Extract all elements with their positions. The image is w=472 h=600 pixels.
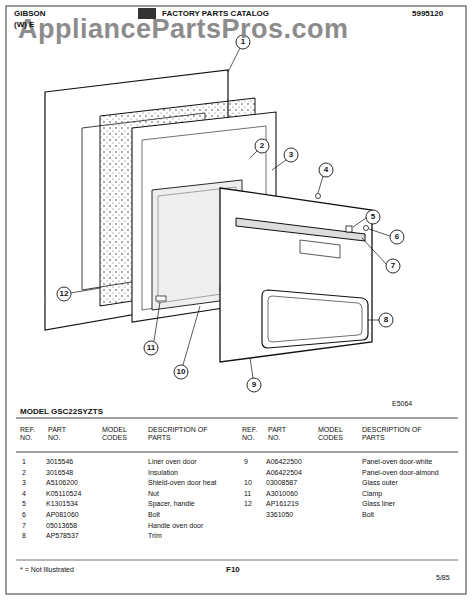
date-code: 5/85 xyxy=(436,574,450,582)
ref-number: 8 xyxy=(22,532,26,540)
part-description: Spacer, handle xyxy=(148,500,195,508)
ref-number: 5 xyxy=(22,500,26,508)
callout-number: 11 xyxy=(147,344,155,352)
ref-number: 4 xyxy=(22,490,26,498)
table-header: DESCRIPTION OF PARTS xyxy=(148,426,218,442)
callout-number: 10 xyxy=(177,368,186,376)
ref-number: 1 xyxy=(22,458,26,466)
part-description: Trim xyxy=(148,532,162,540)
callout-number: 7 xyxy=(391,262,395,270)
brand-name: GIBSON xyxy=(14,10,46,18)
watermark: AppliancePartsPros.com xyxy=(18,14,349,44)
part-number: K1301534 xyxy=(46,500,78,508)
ref-number: 10 xyxy=(244,479,252,487)
figure-code: E5064 xyxy=(392,400,412,408)
part-number: AP081060 xyxy=(46,511,79,519)
part-description: Insulation xyxy=(148,469,178,477)
part-number: 03008587 xyxy=(266,479,297,487)
part-description: Panel-oven door-white xyxy=(362,458,432,466)
callout-number: 9 xyxy=(252,381,256,389)
table-header: PART NO. xyxy=(268,426,298,442)
table-header: DESCRIPTION OF PARTS xyxy=(362,426,432,442)
callout-number: 5 xyxy=(371,213,375,221)
part-description: Bolt xyxy=(148,511,160,519)
table-header: REF. NO. xyxy=(20,426,44,442)
model-number: MODEL GSC22SYZTS xyxy=(20,408,103,416)
ref-number: 12 xyxy=(244,500,252,508)
callout-number: 6 xyxy=(395,233,399,241)
catalog-number: 5995120 xyxy=(412,10,443,18)
part-number: 3361050 xyxy=(266,511,293,519)
part-description: Shield-oven door heat xyxy=(148,479,217,487)
part-number: 3015546 xyxy=(46,458,73,466)
part-description: Panel-oven door-almond xyxy=(362,469,439,477)
table-header: MODEL CODES xyxy=(318,426,354,442)
part-number: A06422504 xyxy=(266,469,302,477)
ref-number: 11 xyxy=(244,490,251,498)
part-number: A06422500 xyxy=(266,458,302,466)
ref-number: 6 xyxy=(22,511,26,519)
callout-number: 8 xyxy=(384,316,388,324)
ref-number: 9 xyxy=(244,458,248,466)
part-description: Clamp xyxy=(362,490,382,498)
callout-number: 3 xyxy=(289,151,293,159)
part-number: AP161219 xyxy=(266,500,299,508)
part-description: Liner oven door xyxy=(148,458,197,466)
part-number: 3016548 xyxy=(46,469,73,477)
callout-number: 12 xyxy=(60,290,69,298)
callout-number: 4 xyxy=(324,166,328,174)
part-description: Nut xyxy=(148,490,159,498)
part-number: K05110524 xyxy=(46,490,81,498)
ref-number: 2 xyxy=(22,469,26,477)
part-number: AP578537 xyxy=(46,532,79,540)
part-description: Glass liner xyxy=(362,500,395,508)
part-number: A5106200 xyxy=(46,479,78,487)
part-description: Glass outer xyxy=(362,479,398,487)
part-number: A3010060 xyxy=(266,490,298,498)
part-description: Handle oven door xyxy=(148,522,203,530)
part-description: Bolt xyxy=(362,511,374,519)
table-header: MODEL CODES xyxy=(102,426,138,442)
page-number: F10 xyxy=(226,566,240,574)
table-header: PART NO. xyxy=(48,426,78,442)
callout-number: 2 xyxy=(260,142,264,150)
table-header: REF. NO. xyxy=(242,426,266,442)
callout-number: 1 xyxy=(241,38,245,46)
part-number: 05013658 xyxy=(46,522,77,530)
brand-code: (W) E xyxy=(14,21,34,29)
ref-number: 7 xyxy=(22,522,26,530)
ref-number: 3 xyxy=(22,479,26,487)
footnote: * = Not Illustrated xyxy=(20,566,74,574)
